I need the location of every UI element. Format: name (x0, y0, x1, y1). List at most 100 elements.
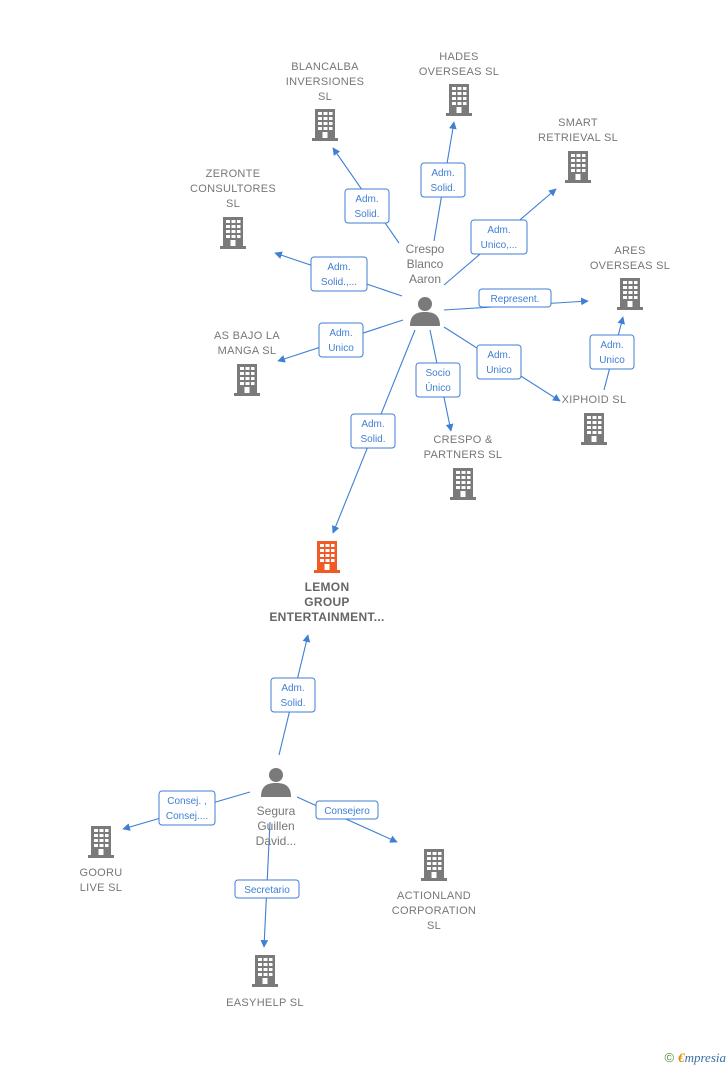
edge-label-text: Unico (486, 365, 512, 376)
node-label-actionland: CORPORATION (392, 905, 476, 917)
building-icon (312, 109, 338, 141)
edge-label-segura-lemon[interactable]: Adm.Solid. (270, 677, 316, 713)
building-icon (450, 468, 476, 500)
node-label-easyhelp: EASYHELP SL (226, 997, 304, 1009)
node-label-actionland: ACTIONLAND (397, 890, 471, 902)
node-label-segura: Segura (257, 804, 296, 818)
building-icon (617, 278, 643, 310)
node-label-crespo: Aaron (409, 272, 441, 286)
edge-label-crespo-hades[interactable]: Adm.Solid. (420, 162, 466, 198)
node-label-lemon: LEMON (305, 580, 350, 594)
edge-label-box (589, 334, 635, 370)
edge-label-box (310, 256, 368, 292)
node-label-zeronte: ZERONTE (206, 168, 261, 180)
edge-label-text: Adm. (361, 419, 384, 430)
edge-label-text: Represent. (491, 294, 540, 305)
edge-label-box (470, 219, 528, 255)
node-label-smart: RETRIEVAL SL (538, 132, 618, 144)
node-label-actionland: SL (427, 920, 441, 932)
edge-label-text: Adm. (327, 262, 350, 273)
edge-label-text: Único (425, 381, 451, 394)
building-icon (220, 217, 246, 249)
building-icon (446, 84, 472, 116)
node-label-asbajo: MANGA SL (218, 345, 277, 357)
edge-label-crespo-asbajo[interactable]: Adm. Unico (318, 322, 364, 358)
person-icon (261, 768, 291, 797)
edge-labels-layer: Adm.Solid.Adm.Solid.Adm.Unico,...Adm.Sol… (158, 162, 635, 899)
edge-label-crespo-lemon[interactable]: Adm. Solid. (350, 413, 396, 449)
edge-label-crespo-ares[interactable]: Represent. (478, 288, 552, 308)
edge-label-crespo-xiphoid[interactable]: Adm. Unico (476, 344, 522, 380)
edge-label-box (476, 344, 522, 380)
edge-label-text: Adm. (487, 225, 510, 236)
edge-label-text: Solid.,... (321, 277, 357, 288)
edge-label-crespo-smart[interactable]: Adm. Unico,... (470, 219, 528, 255)
edge-label-text: Unico (599, 355, 625, 366)
node-label-xiphoid: XIPHOID SL (562, 394, 627, 406)
node-label-zeronte: CONSULTORES (190, 183, 276, 195)
edge-label-text: Adm. (487, 350, 510, 361)
node-actionland[interactable]: ACTIONLAND CORPORATION SL (392, 849, 476, 932)
node-label-blancalba: INVERSIONES (286, 76, 365, 88)
person-icon (410, 297, 440, 326)
node-label-blancalba: BLANCALBA (291, 61, 359, 73)
edge-label-segura-gooru[interactable]: Consej. ,Consej.... (158, 790, 216, 826)
edge-label-text: Solid. (360, 434, 385, 445)
node-label-zeronte: SL (226, 198, 240, 210)
copyright-symbol: © (664, 1050, 675, 1065)
edge-label-box (318, 322, 364, 358)
edge-label-crespo-zeronte[interactable]: Adm. Solid.,... (310, 256, 368, 292)
node-label-segura: Guillen (257, 819, 294, 833)
edge-label-text: Secretario (244, 885, 290, 896)
empresia-logo[interactable]: ©€mpresia (665, 1050, 727, 1066)
edge-label-xiphoid-ares[interactable]: Adm.Unico (589, 334, 635, 370)
node-label-crespo: Blanco (407, 257, 444, 271)
edge-label-text: Consejero (324, 806, 370, 817)
edge-label-box (270, 677, 316, 713)
edge-label-segura-actionland[interactable]: Consejero (315, 800, 379, 820)
node-zeronte[interactable]: ZERONTE CONSULTORES SL (190, 168, 276, 249)
node-lemon[interactable]: LEMONGROUPENTERTAINMENT... (269, 541, 384, 624)
node-label-segura: David... (256, 834, 297, 848)
edge-label-text: Adm. (431, 168, 454, 179)
node-label-ares: ARES (614, 245, 645, 257)
building-icon (421, 849, 447, 881)
edge-label-crespo-blancalba[interactable]: Adm.Solid. (344, 188, 390, 224)
node-easyhelp[interactable]: EASYHELP SL (226, 955, 304, 1009)
node-crespopartners[interactable]: CRESPO &PARTNERS SL (424, 434, 503, 500)
building-icon (88, 826, 114, 858)
edge-label-text: Solid. (280, 698, 305, 709)
edge-label-text: Socio (425, 368, 450, 379)
node-label-hades: OVERSEAS SL (419, 66, 499, 78)
edge-label-box (344, 188, 390, 224)
edge-label-text: Adm. (329, 328, 352, 339)
edge-label-box (350, 413, 396, 449)
edge-label-box (234, 879, 300, 899)
edge-label-box (158, 790, 216, 826)
building-icon (581, 413, 607, 445)
edge-label-segura-easyhelp[interactable]: Secretario (234, 879, 300, 899)
brand-initial: € (678, 1050, 685, 1065)
node-label-crespopartners: CRESPO & (433, 434, 493, 446)
edge-label-text: Consej. , (167, 796, 206, 807)
node-label-crespo: Crespo (406, 242, 445, 256)
building-icon (314, 541, 340, 573)
edge-label-box (420, 162, 466, 198)
edge-label-text: Unico (328, 343, 354, 354)
brand-name: mpresia (684, 1050, 726, 1065)
edge-label-box (478, 288, 552, 308)
node-label-gooru: LIVE SL (80, 882, 122, 894)
node-segura[interactable]: SeguraGuillenDavid... (256, 768, 297, 848)
node-xiphoid[interactable]: XIPHOID SL (562, 394, 627, 445)
edge-label-text: Unico,... (481, 240, 518, 251)
